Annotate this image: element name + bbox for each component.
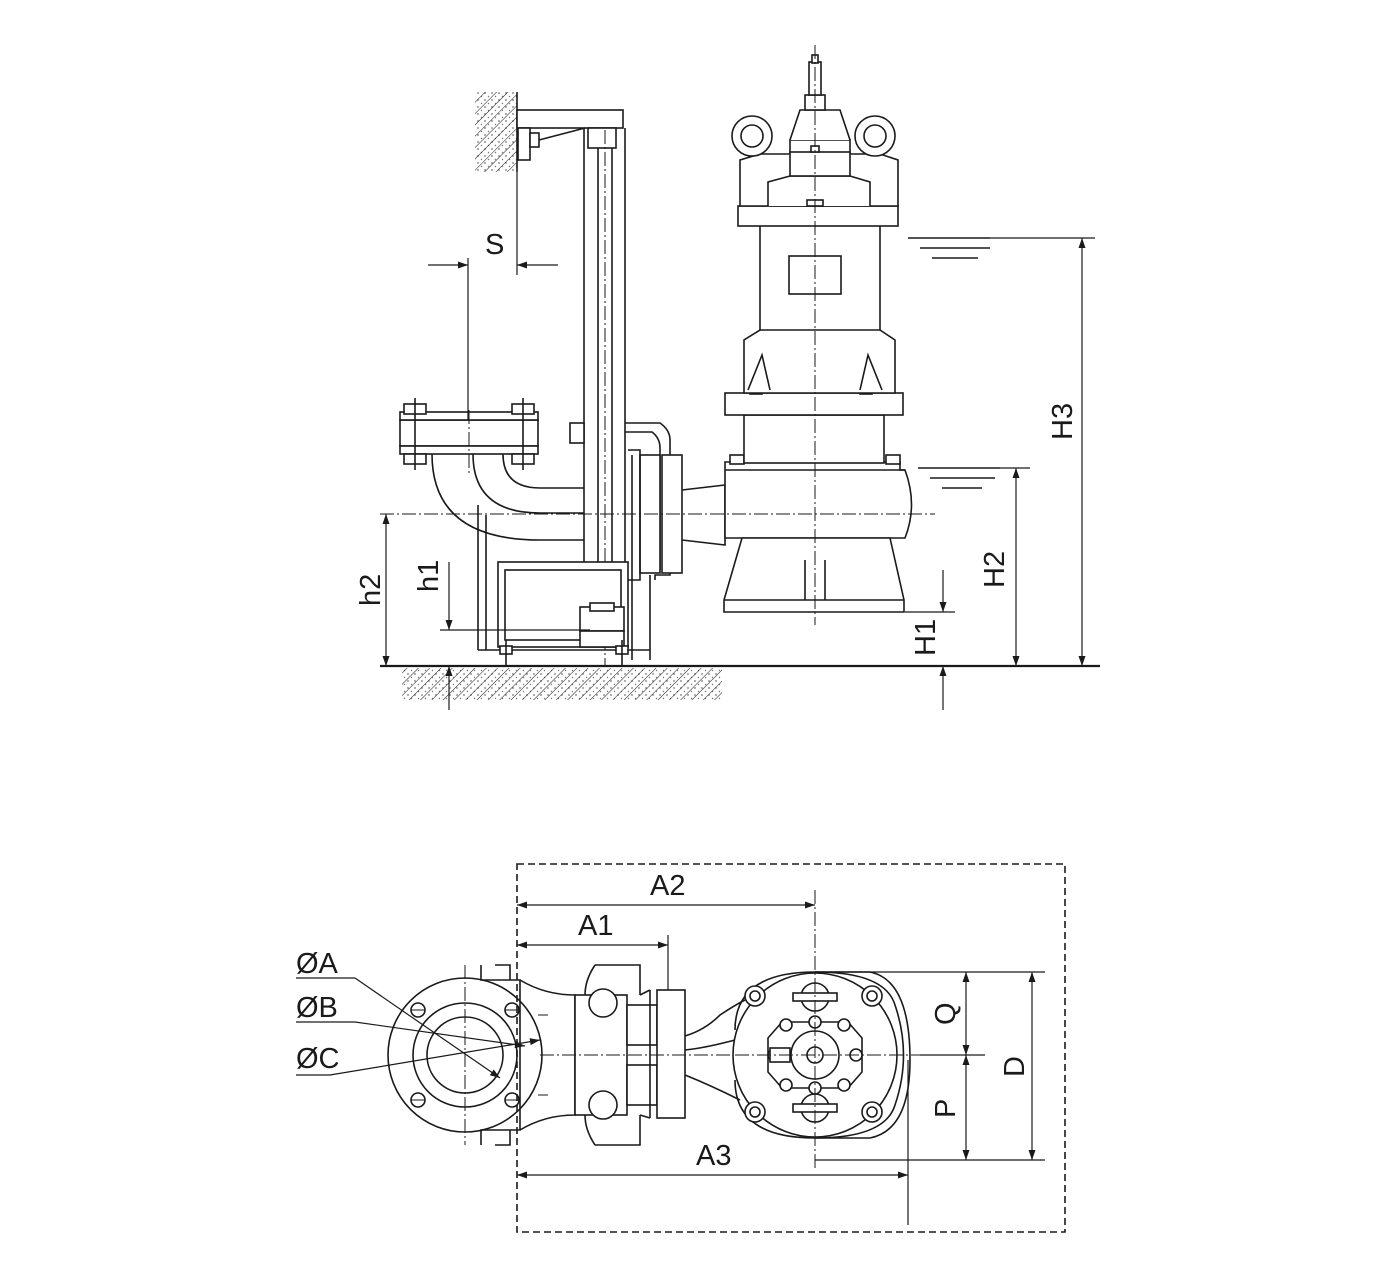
label-A1: A1: [578, 910, 613, 942]
label-diameter-c: ØC: [296, 1043, 340, 1075]
label-diameter-b: ØB: [296, 992, 338, 1024]
dimension-lines: [382, 172, 1086, 710]
label-H1: H1: [910, 619, 942, 656]
plan-outline: [516, 863, 1066, 1233]
pump-body: [380, 45, 935, 625]
label-D: D: [999, 1056, 1031, 1077]
elevation-view: S h2 h1 H1 H2 H3: [355, 45, 1100, 710]
label-A3: A3: [696, 1140, 731, 1172]
discharge-pipe: [399, 398, 584, 541]
label-H3: H3: [1047, 403, 1079, 440]
label-s: S: [485, 229, 504, 261]
label-A2: A2: [650, 870, 685, 902]
plan-dimensions: [296, 901, 1045, 1225]
label-diameter-a: ØA: [296, 948, 339, 980]
label-Q: Q: [930, 1002, 962, 1025]
label-P: P: [930, 1099, 962, 1118]
plan-view: A2 A1 A3 ØA ØB ØC Q P D: [296, 863, 1066, 1233]
wall-hatch: [475, 92, 518, 172]
base-stand: [477, 505, 650, 666]
discharge-flange-plan: [387, 964, 543, 1146]
coupling-plan: [540, 989, 735, 1119]
label-H2: H2: [979, 551, 1011, 588]
floor: [380, 664, 1100, 700]
volute-neck: [684, 999, 746, 1101]
pump-nozzle: [681, 484, 726, 546]
label-h1-lower: h1: [413, 560, 445, 592]
upper-guide-bracket: [516, 109, 624, 161]
label-h2-lower: h2: [355, 574, 387, 606]
volute-plan: [732, 890, 920, 1170]
